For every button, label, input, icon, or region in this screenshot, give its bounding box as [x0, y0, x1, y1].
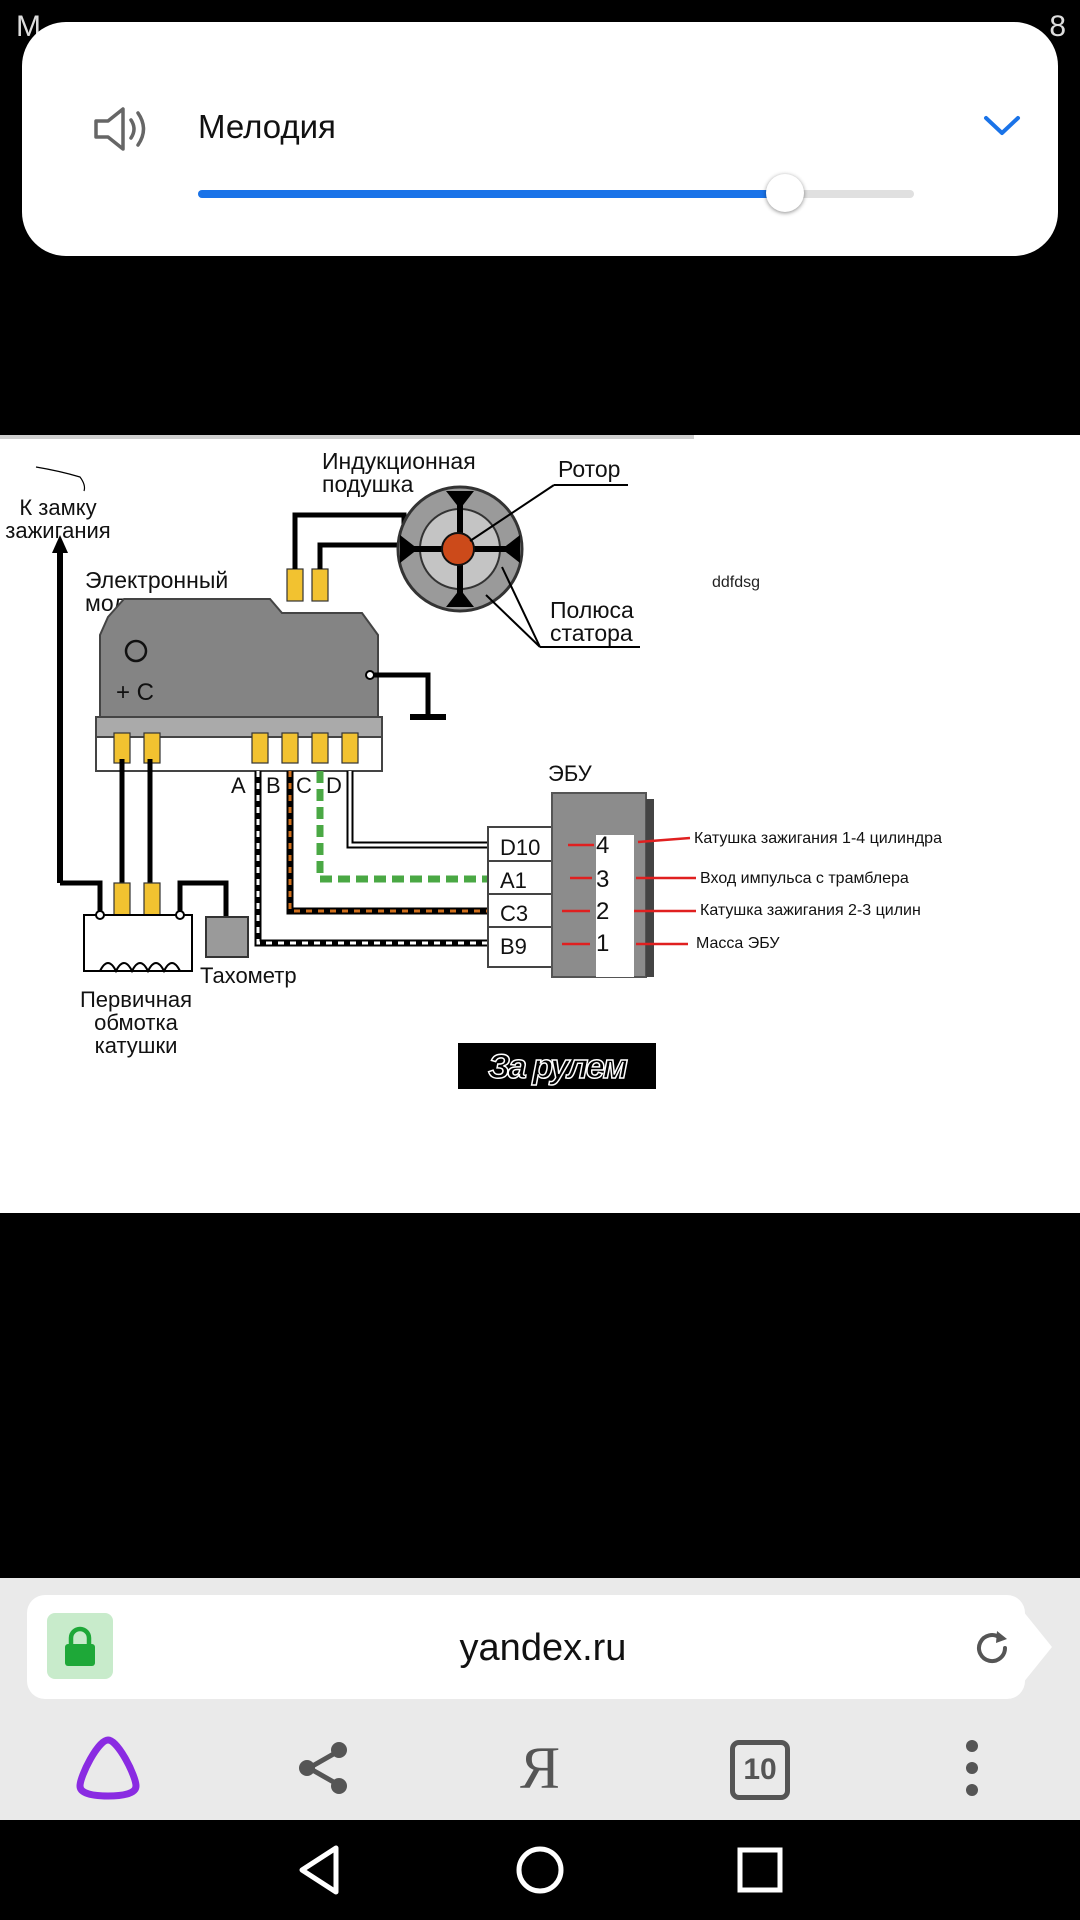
label-induction-2: подушка: [322, 471, 414, 497]
ecu-pin-2: 2: [596, 898, 609, 925]
note-ecu-ground: Масса ЭБУ: [696, 935, 780, 952]
tabs-counter-button[interactable]: 10: [730, 1740, 790, 1800]
label-tachometer: Тахометр: [200, 963, 297, 988]
reload-icon[interactable]: [971, 1627, 1013, 1669]
recents-icon[interactable]: [730, 1840, 790, 1900]
alice-icon[interactable]: [68, 1728, 148, 1808]
label-ecu: ЭБУ: [548, 761, 593, 786]
label-primary-3: катушки: [95, 1033, 178, 1058]
connector-a1: A1: [500, 868, 527, 893]
security-lock-button[interactable]: [47, 1613, 113, 1679]
connector-c3: C3: [500, 901, 528, 926]
volume-slider[interactable]: [198, 174, 914, 212]
label-module: Электронный: [85, 567, 228, 593]
status-right-text: 8: [1049, 10, 1066, 43]
watermark-text: ddfdsg: [712, 574, 760, 591]
speaker-icon[interactable]: [92, 104, 152, 154]
note-coil-2-3: Катушка зажигания 2-3 цилин: [700, 902, 921, 919]
address-bar-arrow: [1010, 1595, 1052, 1699]
label-primary-1: Первичная: [80, 987, 192, 1012]
ecu-pin-4: 4: [596, 832, 609, 859]
label-rotor: Ротор: [558, 456, 620, 482]
pin-label-c: C: [296, 773, 312, 798]
back-icon[interactable]: [290, 1840, 350, 1900]
yandex-button[interactable]: Я: [520, 1735, 561, 1801]
chevron-down-icon[interactable]: [982, 114, 1022, 138]
note-coil-1-4: Катушка зажигания 1-4 цилиндра: [694, 830, 942, 847]
label-poles-2: статора: [550, 620, 633, 646]
label-poles: Полюса: [550, 597, 634, 623]
note-pulse-input: Вход импульса с трамблера: [700, 870, 909, 887]
connector-b9: B9: [500, 934, 527, 959]
lock-icon: [65, 1626, 95, 1666]
label-to-ignition: К замку: [19, 495, 96, 520]
volume-panel: Мелодия: [22, 22, 1058, 256]
label-induction: Индукционная: [322, 448, 476, 474]
share-icon[interactable]: [283, 1728, 363, 1808]
ignition-diagram-image: К замку зажигания Электронный модуль + C…: [0, 435, 1080, 1213]
pin-label-b: B: [266, 773, 281, 798]
connector-d10: D10: [500, 835, 540, 860]
label-plus-c: + C: [116, 679, 154, 706]
logo-za-rulem: За рулем: [488, 1048, 628, 1086]
pin-label-d: D: [326, 773, 342, 798]
ecu-pin-1: 1: [596, 930, 609, 957]
ecu-pin-3: 3: [596, 866, 609, 893]
more-menu-icon[interactable]: [932, 1728, 1012, 1808]
label-primary-2: обмотка: [94, 1010, 178, 1035]
status-bar: M 8: [0, 0, 1080, 43]
label-to-ignition-2: зажигания: [5, 518, 110, 543]
browser-bottom-bar: yandex.ru Я 10: [0, 1578, 1080, 1820]
address-bar[interactable]: yandex.ru: [27, 1595, 1025, 1699]
volume-stream-title: Мелодия: [198, 108, 336, 145]
volume-slider-thumb[interactable]: [766, 174, 805, 212]
system-navigation-bar: [0, 1820, 1080, 1920]
url-text[interactable]: yandex.ru: [459, 1627, 627, 1669]
pin-label-a: A: [231, 773, 246, 798]
home-icon[interactable]: [510, 1840, 570, 1900]
volume-slider-fill: [198, 190, 786, 198]
